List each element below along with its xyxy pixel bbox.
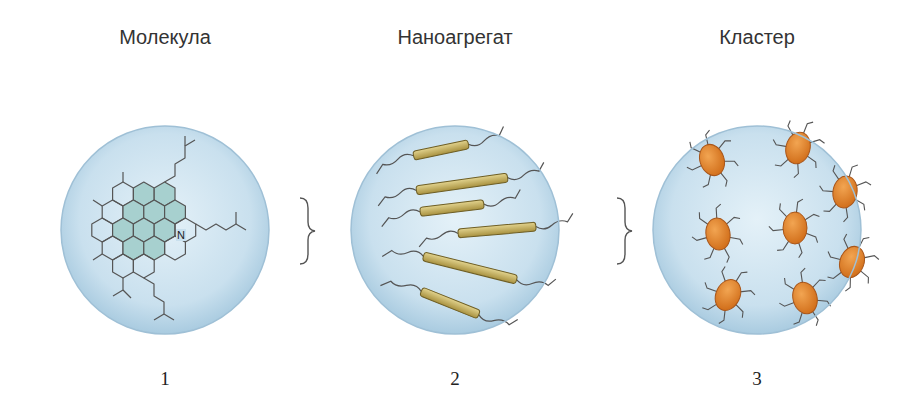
- sphere-outline: [50, 12, 280, 397]
- sphere-heading: Наноагрегат: [340, 26, 570, 49]
- sphere-heading: Кластер: [642, 26, 872, 49]
- sphere-node: Кластер 3: [642, 12, 872, 397]
- callout-number: 1: [50, 368, 280, 390]
- sphere-fill: [61, 126, 861, 334]
- callout-number: 2: [340, 368, 570, 390]
- molecule-structure: [92, 136, 246, 320]
- sphere-outline: [340, 12, 570, 397]
- sphere-node: Молекула 1: [50, 12, 280, 397]
- nanoaggregate-rods: [372, 126, 574, 338]
- atom-label: N: [176, 229, 186, 241]
- bracket: [300, 198, 632, 264]
- cluster-particles: [678, 113, 885, 333]
- sphere-outline: [642, 12, 872, 397]
- sphere-heading: Молекула: [50, 26, 280, 49]
- sphere-node: Наноагрегат 2: [340, 12, 570, 397]
- callout-number: 3: [642, 368, 872, 390]
